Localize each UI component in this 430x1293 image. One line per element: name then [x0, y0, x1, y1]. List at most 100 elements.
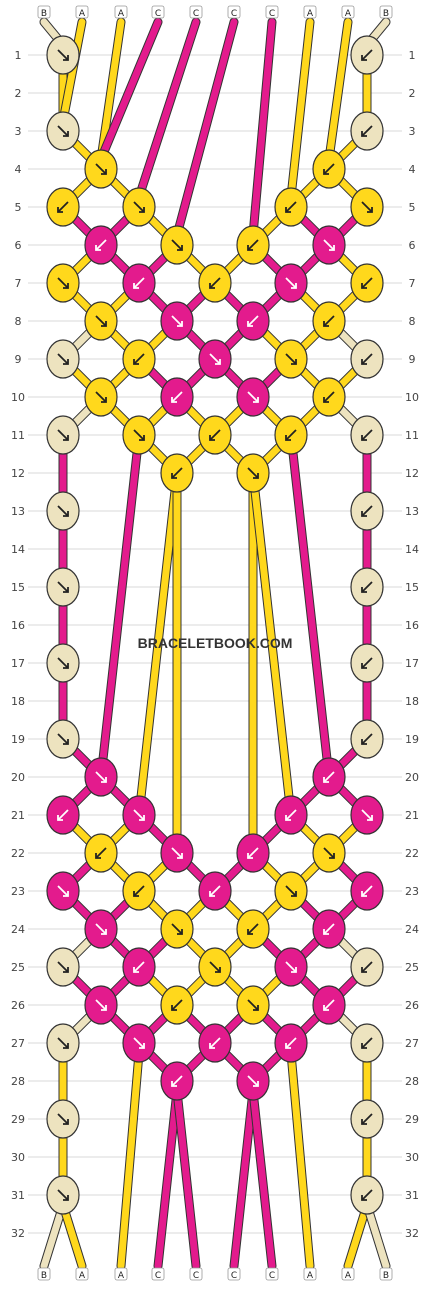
arrow-head-icon [177, 321, 183, 327]
arrow-head-icon [101, 777, 107, 783]
arrow-down-right-icon [57, 49, 69, 61]
arrow-down-right-icon [171, 923, 183, 935]
arrow-down-left-icon [247, 239, 259, 251]
thread [59, 1201, 86, 1270]
arrow-down-left-icon [361, 885, 373, 897]
row-number-left: 6 [15, 239, 22, 252]
top-string-label: C [231, 9, 237, 19]
arrow-head-icon [361, 55, 367, 61]
top-string-label-box [341, 5, 355, 19]
bottom-string-label-box [37, 1267, 51, 1281]
arrow-down-right-icon [133, 429, 145, 441]
arrow-head-icon [367, 815, 373, 821]
arrow-head-icon [323, 397, 329, 403]
arrow-down-left-icon [361, 1113, 373, 1125]
row-number-right: 19 [405, 733, 419, 746]
top-string-label-box [151, 5, 165, 19]
row-number-right: 32 [405, 1227, 419, 1240]
arrow-head-icon [361, 283, 367, 289]
arrow-down-left-icon [361, 49, 373, 61]
arrow-head-icon [291, 283, 297, 289]
row-number-left: 31 [11, 1189, 25, 1202]
arrow-down-left-icon [361, 277, 373, 289]
arrow-head-icon [101, 397, 107, 403]
row-number-left: 26 [11, 999, 25, 1012]
row-number-left: 15 [11, 581, 25, 594]
arrow-head-icon [101, 321, 107, 327]
arrow-head-icon [323, 1005, 329, 1011]
row-number-left: 18 [11, 695, 25, 708]
thread [230, 1087, 257, 1270]
row-number-left: 2 [15, 87, 22, 100]
bottom-string-label: A [118, 1271, 125, 1281]
arrow-head-icon [361, 739, 367, 745]
bottom-string-label: C [193, 1271, 199, 1281]
arrow-head-icon [63, 663, 69, 669]
row-number-right: 9 [409, 353, 416, 366]
arrow-head-icon [63, 131, 69, 137]
arrow-down-right-icon [361, 201, 373, 213]
arrow-down-right-icon [57, 733, 69, 745]
bottom-string-label-box [227, 1267, 241, 1281]
thread [249, 469, 295, 819]
arrow-down-left-icon [133, 277, 145, 289]
arrow-down-left-icon [209, 885, 221, 897]
arrow-down-right-icon [247, 999, 259, 1011]
arrow-down-left-icon [361, 581, 373, 593]
thread [59, 18, 86, 125]
arrow-head-icon [247, 321, 253, 327]
arrow-head-icon [177, 929, 183, 935]
row-number-left: 1 [15, 49, 22, 62]
row-number-right: 11 [405, 429, 419, 442]
arrow-head-icon [139, 207, 145, 213]
arrow-head-icon [253, 473, 259, 479]
arrow-head-icon [361, 511, 367, 517]
arrow-down-right-icon [247, 467, 259, 479]
row-number-left: 14 [11, 543, 25, 556]
row-number-left: 10 [11, 391, 25, 404]
arrow-head-icon [63, 967, 69, 973]
arrow-head-icon [177, 853, 183, 859]
row-number-right: 27 [405, 1037, 419, 1050]
row-number-left: 17 [11, 657, 25, 670]
thread [173, 18, 238, 239]
arrow-down-right-icon [323, 239, 335, 251]
top-string-label: C [193, 9, 199, 19]
arrow-head-icon [247, 853, 253, 859]
bottom-string-label: B [41, 1271, 47, 1281]
arrow-head-icon [209, 1043, 215, 1049]
arrow-head-icon [329, 853, 335, 859]
arrow-head-icon [323, 929, 329, 935]
arrow-head-icon [291, 891, 297, 897]
arrow-down-right-icon [133, 809, 145, 821]
arrow-head-icon [139, 435, 145, 441]
bottom-string-label-box [114, 1267, 128, 1281]
arrow-down-left-icon [247, 923, 259, 935]
row-number-right: 1 [409, 49, 416, 62]
row-number-left: 7 [15, 277, 22, 290]
row-number-right: 28 [405, 1075, 419, 1088]
arrow-down-left-icon [171, 391, 183, 403]
arrow-down-right-icon [247, 1075, 259, 1087]
row-number-left: 25 [11, 961, 25, 974]
top-string-label: A [79, 9, 86, 19]
arrow-down-right-icon [133, 201, 145, 213]
arrow-head-icon [253, 397, 259, 403]
arrow-down-left-icon [209, 277, 221, 289]
row-number-right: 30 [405, 1151, 419, 1164]
thread [344, 1201, 371, 1270]
arrow-down-left-icon [361, 657, 373, 669]
arrow-down-left-icon [171, 1075, 183, 1087]
bottom-string-label: A [307, 1271, 314, 1281]
row-number-left: 23 [11, 885, 25, 898]
thread [325, 18, 352, 163]
row-number-left: 9 [15, 353, 22, 366]
arrow-head-icon [101, 929, 107, 935]
top-string-label-box [189, 5, 203, 19]
knots [46, 35, 384, 1215]
top-string-label-box [75, 5, 89, 19]
arrow-down-left-icon [361, 1189, 373, 1201]
arrow-head-icon [361, 1195, 367, 1201]
arrow-head-icon [133, 359, 139, 365]
